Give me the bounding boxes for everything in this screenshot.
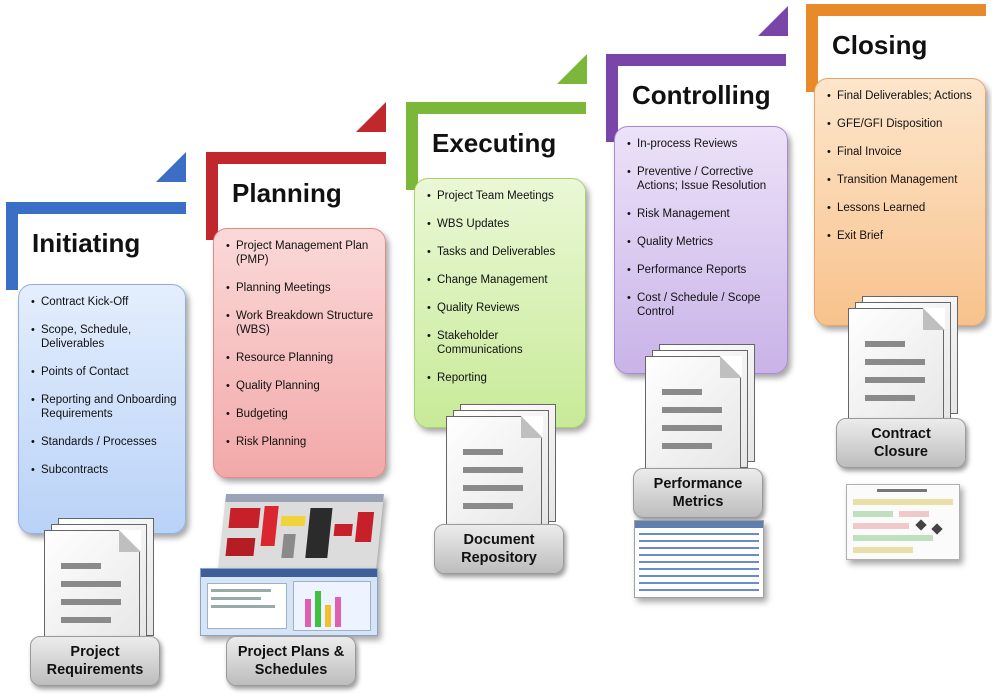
artifact-label-line: Performance <box>653 476 743 492</box>
document-stack-icon <box>44 518 154 648</box>
list-item: Budgeting <box>226 407 377 421</box>
list-item: GFE/GFI Disposition <box>827 117 977 131</box>
spreadsheet-thumbnail <box>218 494 384 570</box>
list-item: Change Management <box>427 273 577 287</box>
list-item: Work Breakdown Structure (WBS) <box>226 309 377 337</box>
document-stack-icon <box>645 344 755 474</box>
planning-corner-icon <box>356 102 386 132</box>
list-item: Scope, Schedule, Deliverables <box>31 323 177 351</box>
executing-corner-icon <box>557 54 587 84</box>
list-item: Tasks and Deliverables <box>427 245 577 259</box>
initiating-task-list: Contract Kick-Off Scope, Schedule, Deliv… <box>31 295 177 477</box>
artifact-label-project-requirements: Project Requirements <box>30 636 160 686</box>
artifact-label-line: Repository <box>461 550 537 566</box>
initiating-task-box: Contract Kick-Off Scope, Schedule, Deliv… <box>18 284 186 534</box>
list-item: Risk Management <box>627 207 779 221</box>
phase-title: Initiating <box>32 228 141 258</box>
list-item: Resource Planning <box>226 351 377 365</box>
list-item: Quality Reviews <box>427 301 577 315</box>
list-item: Stakeholder Communications <box>427 329 577 357</box>
list-item: Transition Management <box>827 173 977 187</box>
list-item: Preventive / Corrective Actions; Issue R… <box>627 165 779 193</box>
artifact-label-line: Metrics <box>672 494 724 510</box>
list-item: Project Management Plan (PMP) <box>226 239 377 267</box>
list-item: Standards / Processes <box>31 435 177 449</box>
closing-task-list: Final Deliverables; Actions GFE/GFI Disp… <box>827 89 977 243</box>
initiating-corner-icon <box>156 152 186 182</box>
artifact-label-line: Project Plans & <box>237 644 345 660</box>
list-item: WBS Updates <box>427 217 577 231</box>
list-item: Contract Kick-Off <box>31 295 177 309</box>
artifact-label-line: Closure <box>874 444 928 460</box>
artifact-label-document-repository: Document Repository <box>434 524 564 574</box>
closing-task-box: Final Deliverables; Actions GFE/GFI Disp… <box>814 78 986 326</box>
list-item: Cost / Schedule / Scope Control <box>627 291 779 319</box>
artifact-label-performance-metrics: Performance Metrics <box>633 468 763 518</box>
artifact-label-line: Contract <box>871 426 931 442</box>
schedule-thumbnail <box>200 568 378 636</box>
document-stack-icon <box>848 296 958 426</box>
artifact-label-line: Document <box>463 532 535 548</box>
phase-title: Executing <box>432 128 557 158</box>
controlling-task-box: In-process Reviews Preventive / Correcti… <box>614 126 788 374</box>
list-item: Points of Contact <box>31 365 177 379</box>
artifact-label-project-plans-schedules: Project Plans & Schedules <box>226 636 356 686</box>
list-item: Exit Brief <box>827 229 977 243</box>
list-item: Performance Reports <box>627 263 779 277</box>
list-item: Quality Planning <box>226 379 377 393</box>
list-item: Lessons Learned <box>827 201 977 215</box>
document-stack-icon <box>446 404 556 534</box>
artifact-label-contract-closure: Contract Closure <box>836 418 966 468</box>
list-item: Reporting <box>427 371 577 385</box>
artifact-label-line: Requirements <box>46 662 144 678</box>
list-item: Final Deliverables; Actions <box>827 89 977 103</box>
planning-task-box: Project Management Plan (PMP) Planning M… <box>213 228 386 478</box>
controlling-task-list: In-process Reviews Preventive / Correcti… <box>627 137 779 319</box>
list-item: Final Invoice <box>827 145 977 159</box>
closing-schedule-thumbnail <box>846 484 960 560</box>
list-item: Planning Meetings <box>226 281 377 295</box>
phase-title: Planning <box>232 178 342 208</box>
executing-task-box: Project Team Meetings WBS Updates Tasks … <box>414 178 586 428</box>
artifact-label-line: Project <box>70 644 120 660</box>
list-item: Project Team Meetings <box>427 189 577 203</box>
list-item: Quality Metrics <box>627 235 779 249</box>
report-thumbnail <box>634 520 764 598</box>
executing-task-list: Project Team Meetings WBS Updates Tasks … <box>427 189 577 385</box>
phase-title: Closing <box>832 30 928 60</box>
list-item: Reporting and Onboarding Requirements <box>31 393 177 421</box>
phase-title: Controlling <box>632 80 771 110</box>
artifact-label-line: Schedules <box>254 662 328 678</box>
list-item: Subcontracts <box>31 463 177 477</box>
planning-task-list: Project Management Plan (PMP) Planning M… <box>226 239 377 449</box>
list-item: Risk Planning <box>226 435 377 449</box>
controlling-corner-icon <box>758 6 788 36</box>
list-item: In-process Reviews <box>627 137 779 151</box>
